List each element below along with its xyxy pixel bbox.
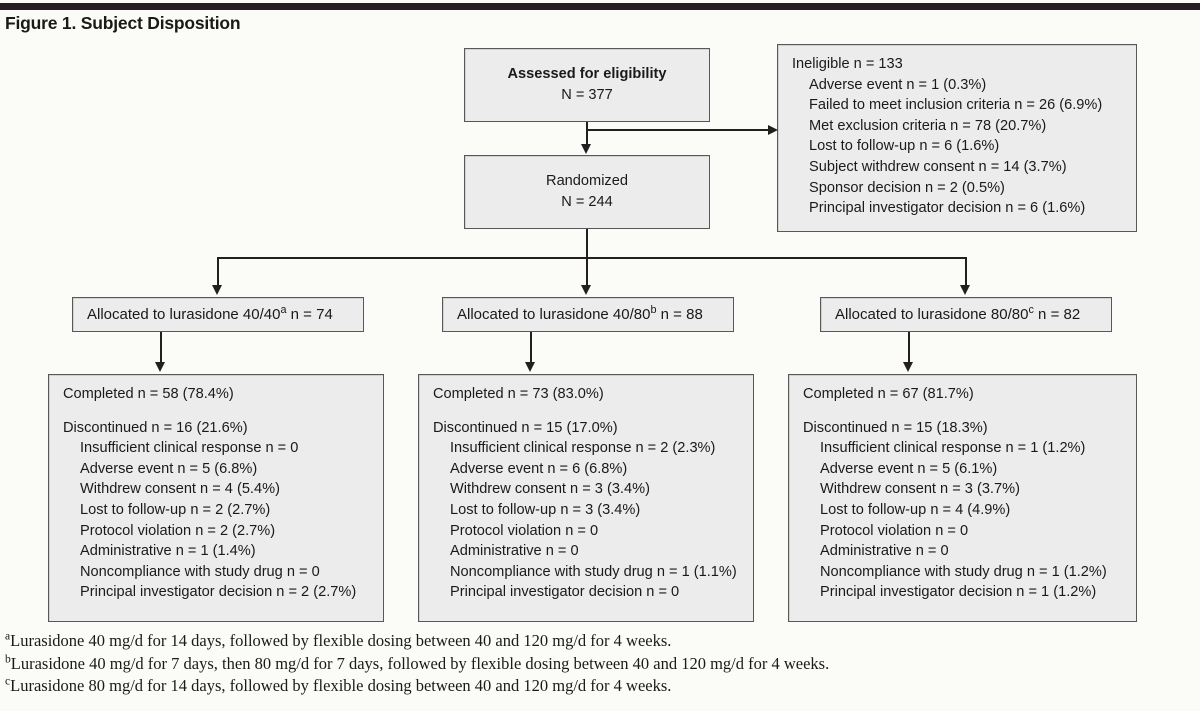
discontinuation-reason: Insufficient clinical response n = 2 (2.… [450,440,716,457]
arrowhead-down-icon [960,285,970,295]
discontinued-arm-1: Discontinued n = 16 (21.6%) [63,419,248,436]
discontinuation-reason: Withdrew consent n = 3 (3.7%) [820,481,1020,498]
footnote-marker-a: a [280,304,287,316]
connector-assessed-to-randomized [586,122,588,146]
arrowhead-down-icon [581,285,591,295]
assessed-label: Assessed for eligibility [507,66,667,83]
allocation-prefix: Allocated to lurasidone 80/80 [835,306,1029,323]
node-assessed-for-eligibility: Assessed for eligibility N = 377 [464,48,710,122]
page-title: Figure 1. Subject Disposition [5,13,241,33]
discontinuation-reason: Lost to follow-up n = 4 (4.9%) [820,501,1011,518]
node-outcomes-arm-1: Completed n = 58 (78.4%) Discontinued n … [48,374,384,622]
discontinuation-reason: Withdrew consent n = 3 (3.4%) [450,481,650,498]
node-allocation-arm-3: Allocated to lurasidone 80/80c n = 82 [820,297,1112,332]
footnotes: aLurasidone 40 mg/d for 14 days, followe… [5,630,1195,698]
arrowhead-right-icon [768,124,778,135]
arrowhead-down-icon [581,144,591,154]
footnote-marker-a: a [5,630,11,643]
connector-randomized-to-allocation-bar [586,229,588,258]
randomized-count: N = 244 [561,194,613,210]
ineligible-reason: Sponsor decision n = 2 (0.5%) [809,179,1005,196]
allocation-suffix: n = 74 [286,306,333,323]
footnote-marker-c: c [5,675,11,688]
node-allocation-arm-2: Allocated to lurasidone 40/80b n = 88 [442,297,734,332]
footnote-c: cLurasidone 80 mg/d for 14 days, followe… [5,675,1195,698]
discontinuation-reason: Principal investigator decision n = 2 (2… [80,584,357,601]
ineligible-reason: Principal investigator decision n = 6 (1… [809,200,1086,217]
discontinuation-reason: Administrative n = 0 [450,543,579,560]
footnote-marker-b: b [650,304,657,316]
arrowhead-down-icon [903,362,913,372]
discontinuation-reason: Adverse event n = 6 (6.8%) [450,460,628,477]
arrowhead-down-icon [525,362,535,372]
allocation-prefix: Allocated to lurasidone 40/40 [87,306,281,323]
completed-arm-1: Completed n = 58 (78.4%) [63,386,234,402]
arrowhead-down-icon [212,285,222,295]
completed-arm-2: Completed n = 73 (83.0%) [433,386,604,402]
ineligible-heading: Ineligible n = 133 [792,56,903,72]
ineligible-reason: Lost to follow-up n = 6 (1.6%) [809,138,1000,155]
allocation-label-arm-3: Allocated to lurasidone 80/80c n = 82 [835,304,1081,323]
arrowhead-down-icon [155,362,165,372]
connector-alloc-2-to-outcome-2 [530,332,532,364]
discontinuation-reason: Insufficient clinical response n = 0 [80,440,299,457]
discontinuation-reason: Administrative n = 1 (1.4%) [80,543,256,560]
connector-bar-to-alloc-3 [965,257,967,287]
allocation-suffix: n = 82 [1033,306,1081,323]
discontinuation-reason: Protocol violation n = 2 (2.7%) [80,522,276,539]
node-allocation-arm-1: Allocated to lurasidone 40/40a n = 74 [72,297,364,332]
discontinuation-reason: Insufficient clinical response n = 1 (1.… [820,440,1086,457]
discontinuation-reason: Adverse event n = 5 (6.1%) [820,460,998,477]
node-outcomes-arm-2: Completed n = 73 (83.0%) Discontinued n … [418,374,754,622]
connector-bar-to-alloc-2 [586,257,588,287]
discontinuation-reason: Withdrew consent n = 4 (5.4%) [80,481,280,498]
ineligible-reason: Subject withdrew consent n = 14 (3.7%) [809,158,1067,175]
discontinued-arm-3: Discontinued n = 15 (18.3%) [803,419,988,436]
connector-assessed-to-ineligible [587,129,770,131]
discontinuation-reason: Protocol violation n = 0 [450,522,599,539]
footnote-a: aLurasidone 40 mg/d for 14 days, followe… [5,630,1195,653]
randomized-label: Randomized [546,173,628,190]
footnote-marker-b: b [5,653,11,665]
ineligible-reason: Failed to meet inclusion criteria n = 26… [809,97,1103,114]
allocation-label-arm-1: Allocated to lurasidone 40/40a n = 74 [87,304,333,323]
ineligible-reason: Adverse event n = 1 (0.3%) [809,76,987,93]
ineligible-reason: Met exclusion criteria n = 78 (20.7%) [809,117,1047,134]
allocation-label-arm-2: Allocated to lurasidone 40/80b n = 88 [457,304,703,323]
assessed-count: N = 377 [561,87,613,103]
discontinuation-reason: Protocol violation n = 0 [820,522,969,539]
node-ineligible: Ineligible n = 133 Adverse event n = 1 (… [777,44,1137,232]
allocation-suffix: n = 88 [656,306,703,323]
discontinuation-reason: Principal investigator decision n = 1 (1… [820,584,1097,601]
connector-alloc-3-to-outcome-3 [908,332,910,364]
top-rule-divider [0,3,1200,10]
footnote-b: bLurasidone 40 mg/d for 7 days, then 80 … [5,653,1195,676]
node-outcomes-arm-3: Completed n = 67 (81.7%) Discontinued n … [788,374,1137,622]
discontinuation-reason: Adverse event n = 5 (6.8%) [80,460,258,477]
footnote-b-text: Lurasidone 40 mg/d for 7 days, then 80 m… [10,653,830,673]
discontinuation-reason: Administrative n = 0 [820,543,949,560]
discontinuation-reason: Noncompliance with study drug n = 0 [80,563,320,580]
completed-arm-3: Completed n = 67 (81.7%) [803,386,974,402]
connector-alloc-1-to-outcome-1 [160,332,162,364]
discontinued-arm-2: Discontinued n = 15 (17.0%) [433,419,618,436]
allocation-distribution-bar [217,257,967,259]
allocation-prefix: Allocated to lurasidone 40/80 [457,306,651,323]
footnote-c-text: Lurasidone 80 mg/d for 14 days, followed… [10,676,672,695]
discontinuation-reason: Principal investigator decision n = 0 [450,584,680,601]
discontinuation-reason: Noncompliance with study drug n = 1 (1.1… [450,563,737,580]
discontinuation-reason: Lost to follow-up n = 2 (2.7%) [80,501,271,518]
footnote-a-text: Lurasidone 40 mg/d for 14 days, followed… [10,631,672,650]
node-randomized: Randomized N = 244 [464,155,710,229]
footnote-marker-c: c [1028,304,1034,316]
discontinuation-reason: Lost to follow-up n = 3 (3.4%) [450,501,641,518]
discontinuation-reason: Noncompliance with study drug n = 1 (1.2… [820,563,1107,580]
connector-bar-to-alloc-1 [217,257,219,287]
